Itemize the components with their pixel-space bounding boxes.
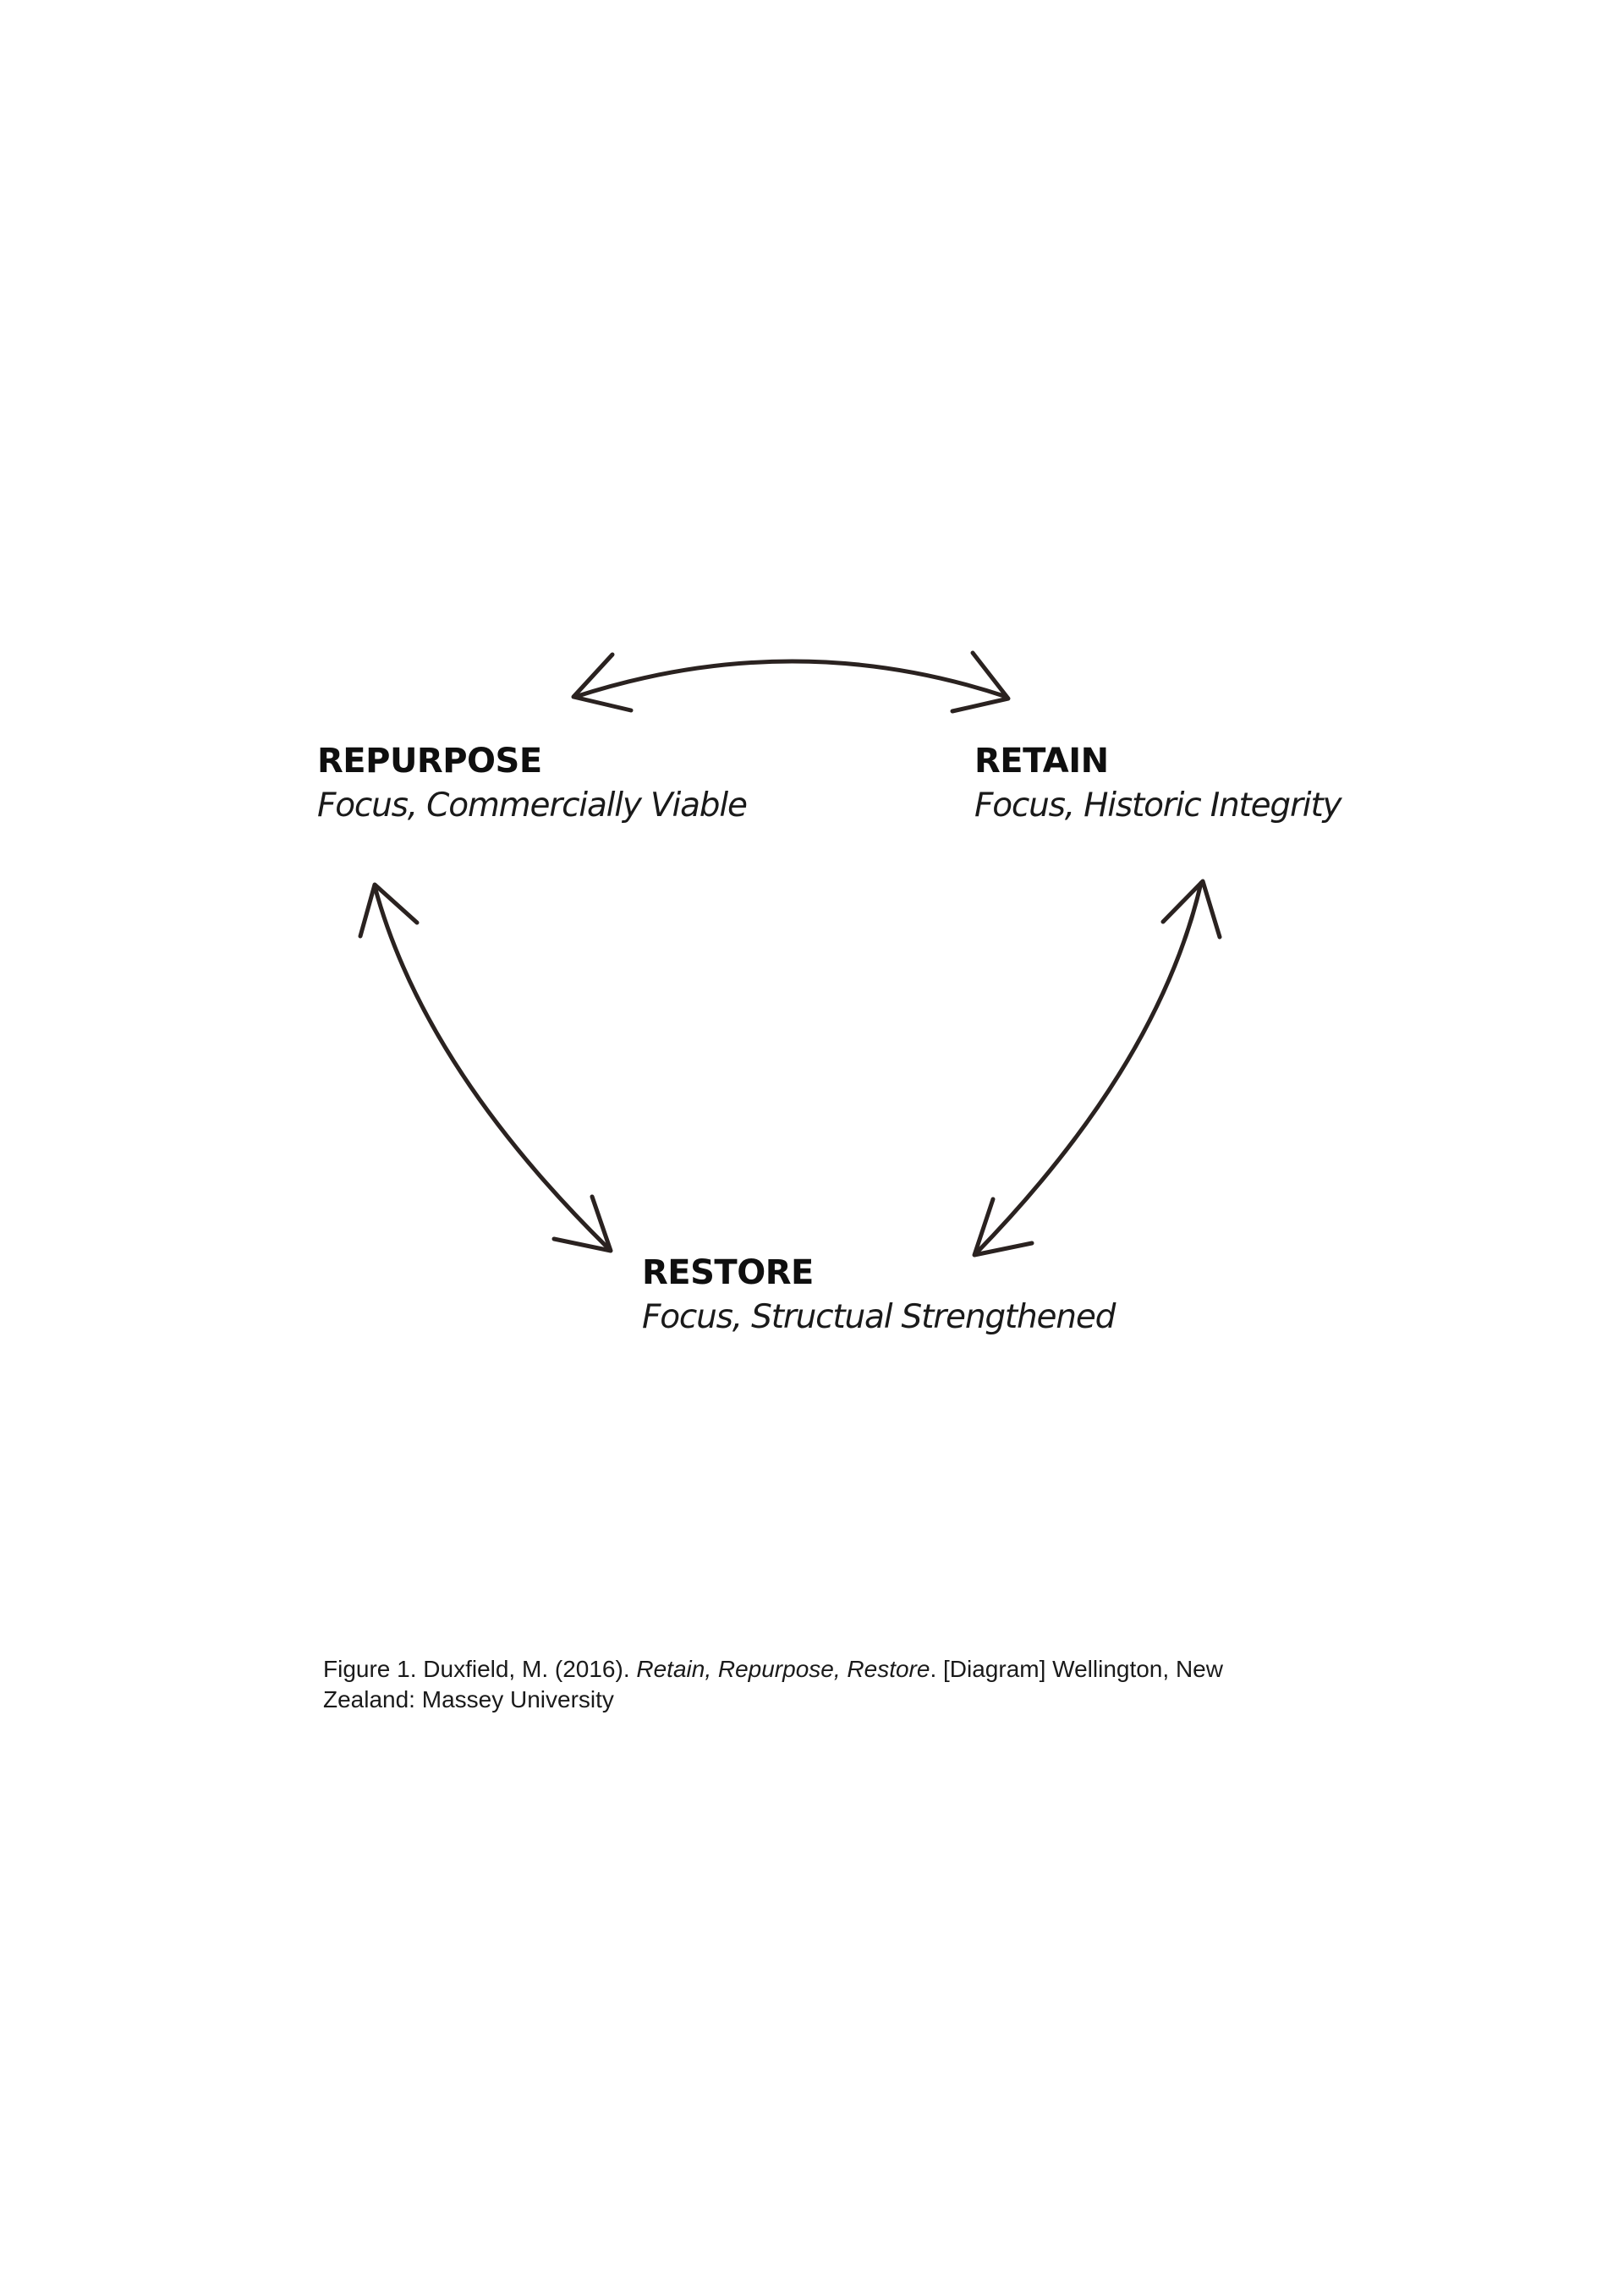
node-title-restore: RESTORE: [642, 1253, 814, 1292]
node-retain: RETAIN Focus, Historic Integrity: [974, 739, 1342, 829]
arrow-retain-restore: [972, 879, 1222, 1258]
caption-lead: Figure 1. Duxfield, M. (2016).: [323, 1656, 637, 1682]
arrow-repurpose-restore: [358, 882, 613, 1253]
figure-caption: Figure 1. Duxfield, M. (2016). Retain, R…: [323, 1654, 1321, 1715]
caption-title: Retain, Repurpose, Restore: [636, 1656, 930, 1682]
node-title-repurpose: REPURPOSE: [317, 742, 542, 781]
caption-rest: . [Diagram] Wellington, New Zealand: Mas…: [323, 1656, 1223, 1712]
node-restore: RESTORE Focus, Structual Strengthened: [642, 1251, 1116, 1340]
node-subtitle-repurpose: Focus, Commercially Viable: [317, 786, 748, 825]
node-title-retain: RETAIN: [974, 742, 1109, 781]
node-repurpose: REPURPOSE Focus, Commercially Viable: [317, 739, 748, 829]
arrow-repurpose-retain: [571, 650, 1011, 714]
node-subtitle-retain: Focus, Historic Integrity: [974, 786, 1342, 825]
node-subtitle-restore: Focus, Structual Strengthened: [642, 1298, 1116, 1336]
